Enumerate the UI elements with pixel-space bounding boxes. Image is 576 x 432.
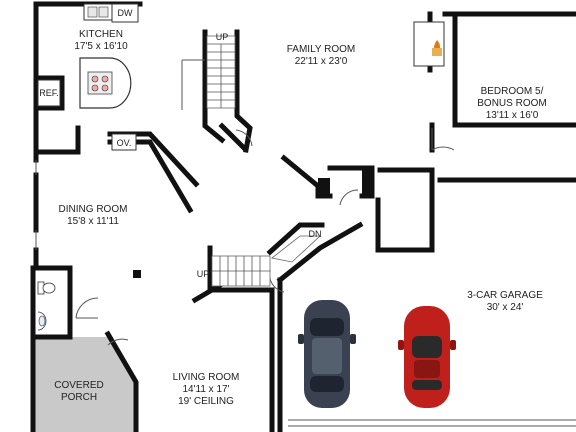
door-swings (75, 128, 455, 346)
fireplace (413, 21, 445, 67)
kitchen-dims: 17'5 x 16'10 (74, 41, 128, 52)
bathroom-sink (37, 311, 47, 331)
bedroom-name-line1: BEDROOM 5/ (481, 86, 544, 97)
walls (30, 1, 576, 432)
refrigerator-label: REF. (39, 88, 59, 98)
stairs-up-bottom-label: UP (197, 269, 210, 279)
stairs-up-bottom (211, 255, 271, 287)
car-dark (298, 300, 356, 408)
living-room-ceiling: 19' CEILING (178, 396, 234, 407)
oven-box (111, 133, 137, 151)
toilet (37, 281, 56, 295)
windows (35, 59, 576, 427)
stairs-down-label: DN (309, 229, 322, 239)
covered-porch-area (33, 337, 136, 432)
family-room-dims: 22'11 x 23'0 (295, 56, 348, 67)
porch-name-line2: PORCH (61, 392, 97, 403)
family-room-name: FAMILY ROOM (287, 44, 356, 55)
refrigerator-box (37, 79, 61, 107)
porch-name-line1: COVERED (54, 380, 103, 391)
stairs-up-top (206, 35, 236, 109)
dining-room-name: DINING ROOM (59, 204, 128, 215)
bedroom-name-line2: BONUS ROOM (477, 98, 546, 109)
kitchen-sink (83, 3, 113, 21)
dishwasher-box (111, 3, 139, 23)
dishwasher-label: DW (118, 8, 133, 18)
stairs-down (271, 235, 322, 263)
garage-name: 3-CAR GARAGE (467, 290, 543, 301)
stairs-up-top-label: UP (216, 32, 229, 42)
kitchen-name: KITCHEN (79, 29, 123, 40)
kitchen-island (79, 57, 132, 109)
garage-dims: 30' x 24' (487, 302, 524, 313)
oven-label: OV. (117, 138, 132, 148)
dining-room-dims: 15'8 x 11'11 (67, 216, 119, 227)
bedroom-dims: 13'11 x 16'0 (486, 110, 539, 121)
living-room-dims: 14'11 x 17' (182, 384, 229, 395)
living-room-name: LIVING ROOM (173, 372, 240, 383)
car-red (398, 306, 456, 408)
